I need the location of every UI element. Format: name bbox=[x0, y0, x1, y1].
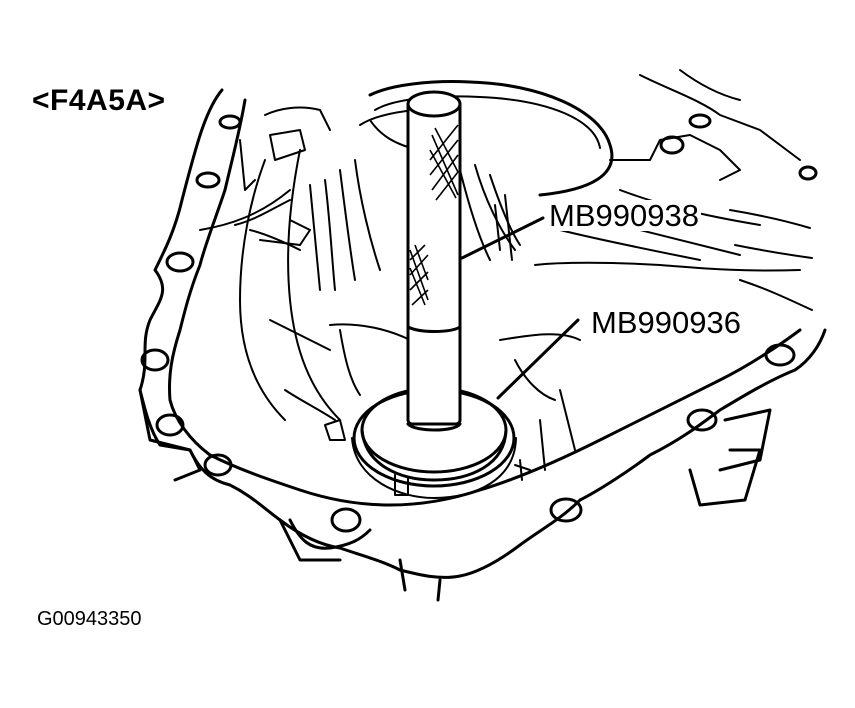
callout-label-installer-bar: MB990938 bbox=[547, 198, 701, 233]
installer-bar bbox=[406, 90, 462, 432]
leader-mb990938 bbox=[460, 216, 545, 260]
case-flange bbox=[138, 88, 827, 602]
leader-lines bbox=[460, 216, 580, 400]
leader-mb990936 bbox=[496, 318, 580, 400]
callout-label-installer-adapter: MB990936 bbox=[589, 305, 743, 340]
model-label: <F4A5A> bbox=[32, 84, 166, 117]
figure-id: G00943350 bbox=[37, 608, 142, 630]
case-interior bbox=[199, 69, 813, 481]
